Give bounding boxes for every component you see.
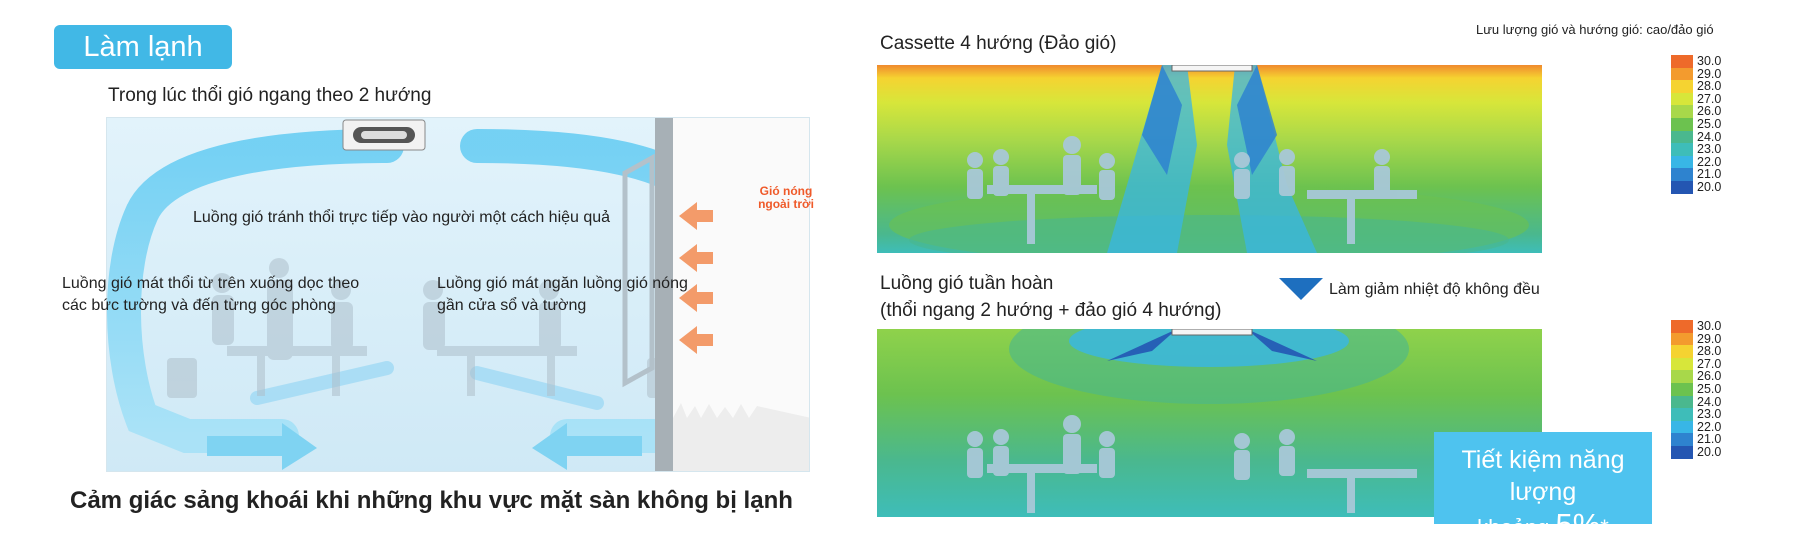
- energy-saving-badge: Tiết kiệm năng lượng khoảng 5%*: [1434, 432, 1652, 542]
- scale-row: 22.0: [1671, 156, 1791, 169]
- heatmap-top-graphic: [877, 65, 1542, 253]
- scale-swatch: [1671, 55, 1693, 68]
- saving-line1: Tiết kiệm năng lượng: [1461, 446, 1625, 506]
- scale-row: 25.0: [1671, 118, 1791, 131]
- scale-label: 29.0: [1697, 331, 1722, 346]
- scale-label: 24.0: [1697, 129, 1722, 144]
- airflow-diagram: [106, 117, 810, 472]
- scale-swatch: [1671, 155, 1693, 169]
- scale-label: 28.0: [1697, 344, 1722, 359]
- scale-label: 22.0: [1697, 154, 1722, 169]
- left-airflow-label-2: các bức tường và đến từng góc phòng: [62, 297, 336, 314]
- scale-label: 26.0: [1697, 369, 1722, 384]
- scale-label: 27.0: [1697, 91, 1722, 106]
- down-arrow-icon: [1279, 278, 1323, 300]
- left-subtitle: Trong lúc thổi gió ngang theo 2 hướng: [108, 85, 432, 106]
- scale-label: 23.0: [1697, 407, 1722, 422]
- scale-row: 22.0: [1671, 421, 1791, 434]
- scale-row: 20.0: [1671, 446, 1791, 459]
- saving-line2: khoảng 5%*: [1434, 508, 1652, 545]
- scale-row: 28.0: [1671, 80, 1791, 93]
- scale-row: 24.0: [1671, 394, 1791, 409]
- saving-value: 5%: [1555, 507, 1601, 542]
- heatmap-top: [877, 65, 1542, 253]
- scale-label: 21.0: [1697, 432, 1722, 447]
- scale-row: 26.0: [1671, 105, 1791, 118]
- scale-label: 22.0: [1697, 419, 1722, 434]
- scale-row: 25.0: [1671, 383, 1791, 396]
- scale-row: 23.0: [1671, 408, 1791, 421]
- scale-swatch: [1671, 420, 1693, 434]
- heatmap-bottom: [877, 329, 1542, 517]
- scale-swatch: [1671, 168, 1693, 181]
- scale-row: 29.0: [1671, 331, 1791, 346]
- scale-row: 23.0: [1671, 143, 1791, 156]
- scale-label: 20.0: [1697, 179, 1722, 194]
- legend-note: Lưu lượng gió và hướng gió: cao/đảo gió: [1476, 22, 1714, 37]
- scale-label: 25.0: [1697, 116, 1722, 131]
- scale-label: 30.0: [1697, 319, 1722, 333]
- scale-row: 26.0: [1671, 370, 1791, 383]
- right-airflow-label-2: gần cửa sổ và tường: [437, 297, 587, 314]
- scale-swatch: [1671, 80, 1693, 93]
- scale-label: 25.0: [1697, 381, 1722, 396]
- bottom-map-title-1: Luồng gió tuần hoàn: [880, 273, 1054, 294]
- scale-label: 27.0: [1697, 356, 1722, 371]
- scale-label: 30.0: [1697, 54, 1722, 68]
- scale-swatch: [1671, 320, 1693, 333]
- scale-label: 24.0: [1697, 394, 1722, 409]
- temperature-scale-bottom: 30.0 29.0 28.0 27.0 26.0 25.0 24.0 23.0 …: [1671, 320, 1791, 459]
- scale-row: 20.0: [1671, 181, 1791, 194]
- scale-row: 28.0: [1671, 345, 1791, 358]
- scale-swatch: [1671, 408, 1693, 421]
- right-airflow-label-1: Luồng gió mát ngăn luồng gió nóng: [437, 275, 688, 292]
- scale-label: 21.0: [1697, 167, 1722, 182]
- scale-row: 27.0: [1671, 358, 1791, 371]
- scale-swatch: [1671, 105, 1693, 118]
- scale-swatch: [1671, 143, 1693, 156]
- arrow-label: Làm giảm nhiệt độ không đều: [1329, 281, 1540, 298]
- scale-swatch: [1671, 395, 1693, 409]
- scale-row: 29.0: [1671, 66, 1791, 81]
- scale-row: 21.0: [1671, 168, 1791, 181]
- hot-air-label-line1: Gió nóng: [759, 184, 813, 198]
- scale-label: 20.0: [1697, 444, 1722, 459]
- scale-swatch: [1671, 445, 1693, 459]
- scale-row: 24.0: [1671, 129, 1791, 144]
- center-airflow-label: Luồng gió tránh thổi trực tiếp vào người…: [193, 209, 611, 226]
- saving-mark: *: [1600, 515, 1609, 540]
- scale-row: 21.0: [1671, 433, 1791, 446]
- bottom-map-title-2: (thổi ngang 2 hướng + đảo gió 4 hướng): [880, 300, 1222, 321]
- scale-row: 27.0: [1671, 93, 1791, 106]
- hot-air-label: Gió nóng ngoài trời: [756, 185, 816, 211]
- left-airflow-label-1: Luồng gió mát thổi từ trên xuống dọc the…: [62, 275, 360, 292]
- hot-air-label-line2: ngoài trời: [758, 197, 814, 211]
- scale-swatch: [1671, 357, 1693, 371]
- scale-swatch: [1671, 345, 1693, 358]
- saving-prefix: khoảng: [1477, 515, 1550, 540]
- scale-swatch: [1671, 332, 1693, 346]
- scale-swatch: [1671, 67, 1693, 81]
- scale-swatch: [1671, 130, 1693, 144]
- scale-label: 28.0: [1697, 79, 1722, 94]
- scale-label: 23.0: [1697, 142, 1722, 157]
- scale-swatch: [1671, 433, 1693, 446]
- scale-swatch: [1671, 92, 1693, 106]
- airflow-illustration: [107, 118, 809, 471]
- scale-swatch: [1671, 382, 1693, 396]
- mode-tag: Làm lạnh: [54, 25, 232, 69]
- scale-swatch: [1671, 117, 1693, 131]
- scale-swatch: [1671, 370, 1693, 383]
- temperature-scale-top: 30.0 29.0 28.0 27.0 26.0 25.0 24.0 23.0 …: [1671, 55, 1791, 194]
- scale-row: 30.0: [1671, 320, 1791, 333]
- scale-label: 29.0: [1697, 66, 1722, 81]
- bottom-caption: Cảm giác sảng khoái khi những khu vực mặ…: [70, 487, 793, 514]
- scale-swatch: [1671, 180, 1693, 194]
- top-map-title: Cassette 4 hướng (Đảo gió): [880, 33, 1117, 54]
- scale-row: 30.0: [1671, 55, 1791, 68]
- scale-label: 26.0: [1697, 104, 1722, 119]
- heatmap-bottom-graphic: [877, 329, 1542, 517]
